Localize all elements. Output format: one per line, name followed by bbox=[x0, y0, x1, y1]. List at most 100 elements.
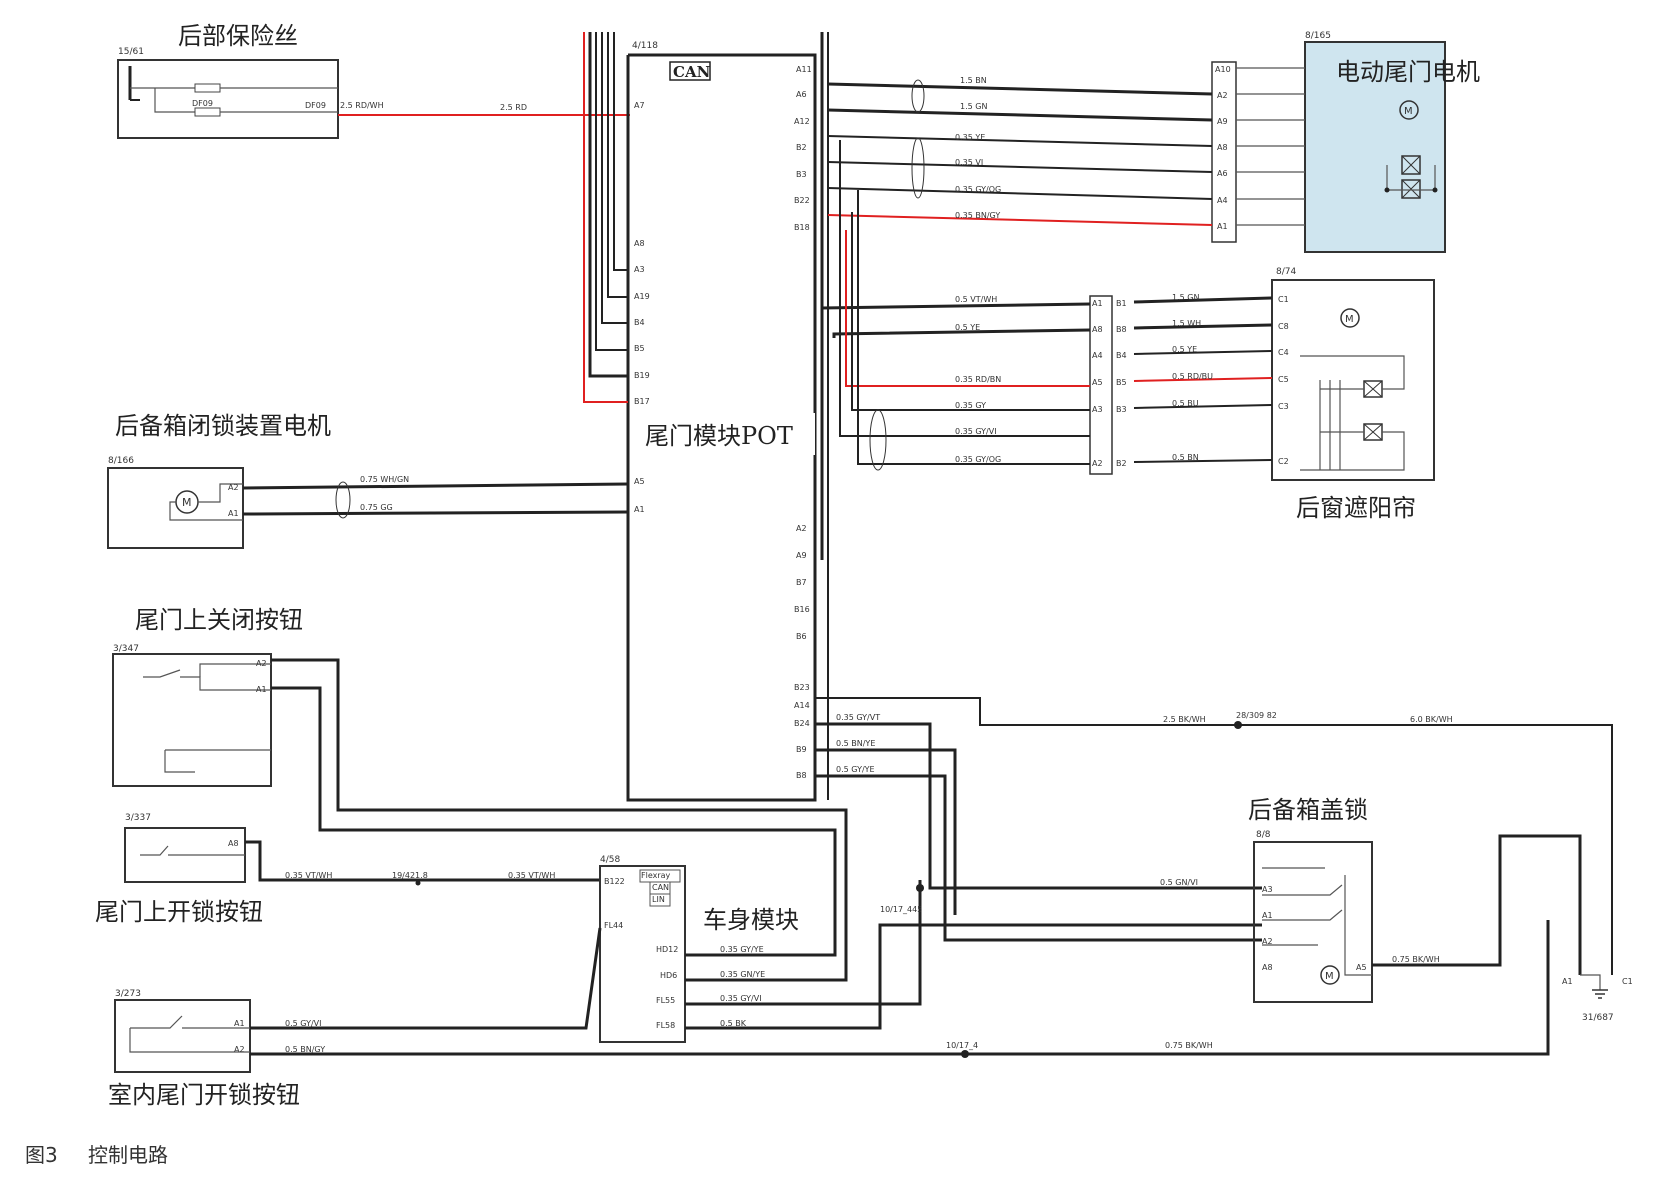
motor-wire-e: 0.35 GY/OG bbox=[955, 185, 1001, 194]
pot-pin-b23: B23 bbox=[794, 683, 810, 692]
pot-pin-a11: A11 bbox=[796, 65, 812, 74]
body-module-wires: 0.35 GY/YE 0.35 GN/YE 0.35 GY/VI 0.5 BK bbox=[685, 880, 1262, 1030]
rear-blind-ref: 8/74 bbox=[1276, 267, 1296, 277]
body-label-flexray: Flexray bbox=[641, 871, 671, 880]
latch-motor-title: 后备箱闭锁装置电机 bbox=[115, 412, 331, 440]
pot-pin-a3: A3 bbox=[634, 265, 645, 274]
blind-out-3: 0.5 YE bbox=[1172, 345, 1197, 354]
latch-wire-2: 0.75 GG bbox=[360, 503, 393, 512]
pot-right-pins: A11 A6 A12 B2 B3 B22 B18 A2 A9 B7 B16 B6… bbox=[794, 65, 812, 780]
blind-connector-pins: A1 A8 A4 A5 A3 A2 B1 B8 B4 B5 B3 B2 bbox=[1092, 299, 1127, 468]
blind-pin-c4: C4 bbox=[1278, 348, 1289, 357]
caption-figure: 图3 bbox=[25, 1143, 58, 1167]
svg-text:M: M bbox=[1345, 314, 1354, 325]
pot-pin-b6: B6 bbox=[796, 632, 807, 641]
blind-wire-3: 0.35 RD/BN bbox=[955, 375, 1001, 384]
body-pin-b122: B122 bbox=[604, 877, 625, 886]
pot-pin-b5: B5 bbox=[634, 344, 645, 353]
lock-pin-a5: A5 bbox=[1356, 963, 1367, 972]
body-wire-4: 0.5 BK bbox=[720, 1019, 747, 1028]
blind-pin-c5: C5 bbox=[1278, 375, 1289, 384]
pot-module-ref: 4/118 bbox=[632, 41, 658, 51]
blind-wire-2: 0.5 YE bbox=[955, 323, 980, 332]
blind-pin-c2: C2 bbox=[1278, 457, 1289, 466]
pot-pin-a5: A5 bbox=[634, 477, 645, 486]
close-button-title: 尾门上关闭按钮 bbox=[135, 606, 303, 634]
ground-symbol: A1 C1 31/687 bbox=[1562, 974, 1633, 1023]
pot-can-label: CAN bbox=[673, 63, 711, 81]
open-btn-wire: 0.35 VT/WH bbox=[285, 871, 332, 880]
blind-out-4: 0.5 RD/BU bbox=[1172, 372, 1213, 381]
motor-connector-lines bbox=[1236, 67, 1305, 226]
open-button-title: 尾门上开锁按钮 bbox=[95, 898, 263, 926]
body-wire-3: 0.35 GY/VI bbox=[720, 994, 762, 1003]
pot-pin-a19: A19 bbox=[634, 292, 650, 301]
close-button-pin-a1: A1 bbox=[256, 685, 267, 694]
body-module: 4/58 Flexray CAN LIN 车身模块 B122 FL44 HD12… bbox=[599, 855, 799, 1043]
blind-conn-b4: B4 bbox=[1116, 351, 1127, 360]
body-pin-fl55: FL55 bbox=[656, 996, 675, 1005]
motor-pin-a10: A10 bbox=[1215, 65, 1231, 74]
power-tailgate-motor: 8/165 电动尾门电机 M bbox=[1304, 31, 1480, 253]
blind-pin-c1: C1 bbox=[1278, 295, 1289, 304]
lock-pin-a8: A8 bbox=[1262, 963, 1273, 972]
trunk-lock-title: 后备箱盖锁 bbox=[1248, 796, 1368, 824]
latch-motor-wires: 0.75 WH/GN 0.75 GG bbox=[242, 475, 629, 519]
latch-motor-ref: 8/166 bbox=[108, 456, 134, 466]
svg-text:M: M bbox=[1325, 971, 1334, 982]
interior-button-pin-a1: A1 bbox=[234, 1019, 245, 1028]
blind-conn-a2: A2 bbox=[1092, 459, 1103, 468]
blind-wire-5: 0.35 GY/VI bbox=[955, 427, 997, 436]
tailgate-motor-pins: A10 A2 A9 A8 A6 A4 A1 bbox=[1215, 65, 1231, 231]
pot-pin-b2: B2 bbox=[796, 143, 807, 152]
blind-wire-1: 0.5 VT/WH bbox=[955, 295, 997, 304]
ground-bottom: 0.75 BK/WH bbox=[1165, 1041, 1213, 1050]
blind-pin-c3: C3 bbox=[1278, 402, 1289, 411]
pot-to-motor-wires: 1.5 BN 1.5 GN 0.35 YE 0.35 VI 0.35 GY/OG… bbox=[827, 76, 1213, 226]
pot-pin-a12: A12 bbox=[794, 117, 810, 126]
interior-wire-1: 0.5 GY/VI bbox=[285, 1019, 321, 1028]
pot-pin-a2: A2 bbox=[796, 524, 807, 533]
close-button: 尾门上关闭按钮 3/347 A2 A1 bbox=[112, 606, 303, 787]
pot-b24-wire: 0.35 GY/VT bbox=[836, 713, 880, 722]
body-pin-hd6: HD6 bbox=[660, 971, 677, 980]
blind-conn-b8: B8 bbox=[1116, 325, 1127, 334]
trunk-lock: 后备箱盖锁 8/8 M A3 A1 A2 A8 A5 bbox=[1248, 796, 1373, 1003]
blind-conn-a5: A5 bbox=[1092, 378, 1103, 387]
pot-pin-b17: B17 bbox=[634, 397, 650, 406]
pot-pin-b7: B7 bbox=[796, 578, 807, 587]
blind-conn-a3: A3 bbox=[1092, 405, 1103, 414]
svg-text:M: M bbox=[182, 496, 192, 509]
pot-pin-a7: A7 bbox=[634, 101, 645, 110]
body-label-lin: LIN bbox=[652, 895, 665, 904]
pot-to-connector-wires: 0.5 VT/WH 0.5 YE 0.35 RD/BN 0.35 GY 0.35… bbox=[821, 140, 1091, 471]
fuse-to-pot-wire: 2.5 RD bbox=[500, 103, 527, 112]
ground-out: 6.0 BK/WH bbox=[1410, 715, 1453, 724]
rear-fuse-fuse-label: DF09 bbox=[192, 99, 213, 108]
open-btn-wire2: 0.35 VT/WH bbox=[508, 871, 555, 880]
connector-to-blind-wires: 1.5 GN 1.5 WH 0.5 YE 0.5 RD/BU 0.5 BU 0.… bbox=[1133, 293, 1273, 463]
rear-fuse-pin-wire: 2.5 RD/WH bbox=[340, 101, 384, 110]
pot-module-title: 尾门模块POT bbox=[645, 422, 793, 450]
blind-conn-a1: A1 bbox=[1092, 299, 1103, 308]
rear-blind: 8/74 后窗遮阳帘 M bbox=[1271, 267, 1435, 522]
pot-pin-a8: A8 bbox=[634, 239, 645, 248]
pot-pin-b8: B8 bbox=[796, 771, 807, 780]
motor-wire-d: 0.35 VI bbox=[955, 158, 983, 167]
pot-bottom-wires: 0.35 GY/VT 0.5 BN/YE 0.5 GY/YE 2.5 BK/WH… bbox=[815, 697, 1613, 975]
tailgate-motor-ref: 8/165 bbox=[1305, 31, 1331, 41]
pot-pin-a1: A1 bbox=[634, 505, 645, 514]
splice-2: 10/17_4 bbox=[946, 1041, 978, 1050]
blind-wire-6: 0.35 GY/OG bbox=[955, 455, 1001, 464]
rear-fuse-ref: 15/61 bbox=[118, 47, 144, 57]
pot-left-bundle bbox=[583, 32, 628, 403]
rear-fuse: 后部保险丝 15/61 DF09 DF09 2.5 RD/WH bbox=[117, 22, 384, 139]
splice-1: 28/309 82 bbox=[1236, 711, 1277, 720]
latch-motor-pin-a2: A2 bbox=[228, 483, 239, 492]
rear-blind-pins: C1 C8 C4 C5 C3 C2 bbox=[1278, 295, 1289, 466]
blind-out-1: 1.5 GN bbox=[1172, 293, 1199, 302]
blind-pin-c8: C8 bbox=[1278, 322, 1289, 331]
body-pin-fl44: FL44 bbox=[604, 921, 623, 930]
pot-right-bundle bbox=[820, 32, 829, 800]
latch-motor-pin-a1: A1 bbox=[228, 509, 239, 518]
